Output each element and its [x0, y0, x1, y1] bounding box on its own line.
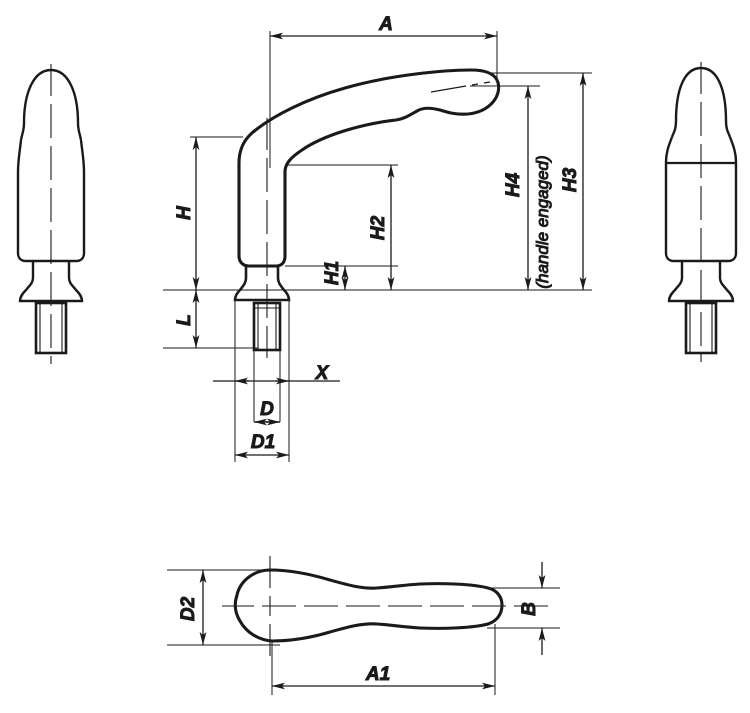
dim-label-A1: A1	[365, 664, 390, 685]
dim-label-L: L	[174, 314, 195, 326]
dim-label-D2: D2	[178, 596, 199, 621]
dim-label-D1: D1	[251, 432, 275, 453]
dim-label-H: H	[174, 205, 195, 220]
dim-label-D: D	[260, 399, 274, 420]
dim-label-H2: H2	[368, 215, 389, 240]
dim-label-X: X	[315, 363, 330, 384]
dim-label-H1: H1	[322, 261, 343, 285]
dim-label-A: A	[378, 14, 393, 35]
top-view-dimension-lines	[199, 562, 546, 690]
left-end-view	[16, 64, 86, 364]
front-view	[233, 68, 501, 358]
front-view-dimension-lines	[192, 32, 587, 459]
right-end-view	[664, 62, 738, 362]
dim-label-H3: H3	[560, 167, 581, 192]
dim-label-B: B	[519, 602, 540, 616]
dim-label-H4: H4	[503, 172, 524, 197]
note-handle-engaged: (handle engaged)	[533, 155, 552, 288]
top-view	[222, 556, 548, 656]
